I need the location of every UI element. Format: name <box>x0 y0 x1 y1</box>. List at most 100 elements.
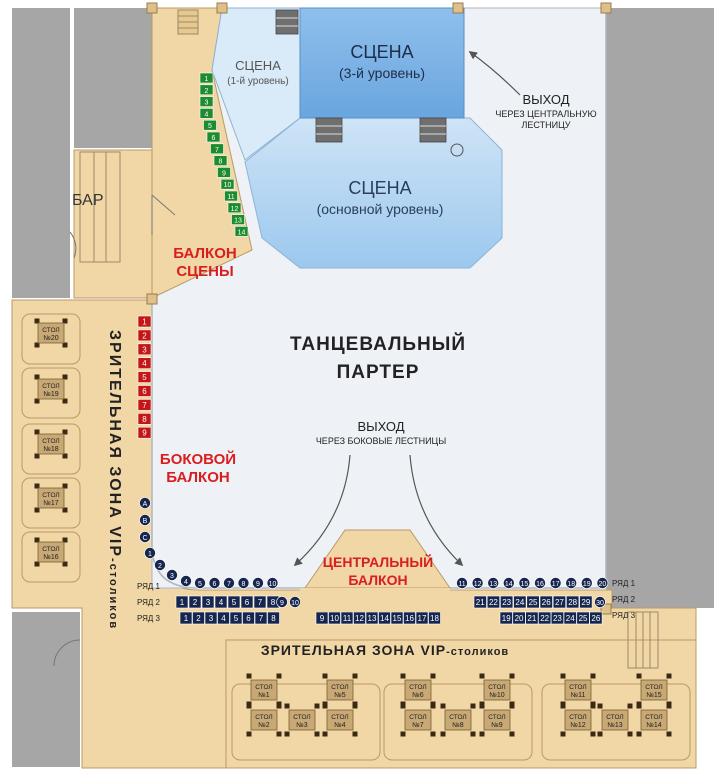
row3-seat[interactable]: 20 <box>512 611 526 625</box>
row2-seat-box[interactable] <box>175 595 189 609</box>
row1-seat[interactable]: 11 <box>456 577 468 589</box>
row2-seat-dot[interactable] <box>276 596 288 608</box>
row2-seat-box[interactable] <box>500 595 514 609</box>
row3-seat-box[interactable] <box>242 611 255 625</box>
side-balcony-seat[interactable]: 4 <box>137 357 152 370</box>
row2-seat-box[interactable] <box>579 595 593 609</box>
row1-seat[interactable]: 5 <box>194 577 206 589</box>
extra-seat-dot[interactable] <box>139 531 151 543</box>
row2-seat[interactable]: 29 <box>579 595 593 609</box>
row2-seat[interactable]: 30 <box>594 596 606 608</box>
row1-seat-dot[interactable] <box>252 577 264 589</box>
table-top[interactable] <box>564 709 592 731</box>
row3-seat-box[interactable] <box>525 611 539 625</box>
row1-seat-dot[interactable] <box>534 577 546 589</box>
row1-seat-dot[interactable] <box>237 577 250 589</box>
table-top[interactable] <box>640 709 668 731</box>
row1-seat-dot[interactable] <box>208 577 221 589</box>
row2-seat[interactable]: 28 <box>566 595 580 609</box>
side-balcony-seat-box[interactable] <box>137 371 152 383</box>
row1-seat[interactable]: 16 <box>534 577 546 589</box>
table-top[interactable] <box>37 433 65 455</box>
table-top[interactable] <box>326 679 354 701</box>
row1-seat[interactable]: 12 <box>471 577 484 589</box>
row3-seat[interactable]: 16 <box>403 611 416 625</box>
table-top[interactable] <box>37 322 65 344</box>
stage-balcony-seat[interactable]: 13 <box>231 214 245 225</box>
side-balcony-seat[interactable]: 2 <box>137 329 152 342</box>
row2-seat-box[interactable] <box>552 595 567 609</box>
row3-seat[interactable]: 25 <box>576 611 590 625</box>
stage-balcony-seat[interactable]: 10 <box>220 178 235 190</box>
table-top[interactable] <box>564 679 592 701</box>
extra-seat[interactable]: C <box>139 531 151 543</box>
stage-balcony-seat-box[interactable] <box>224 190 238 202</box>
side-balcony-seat[interactable]: 5 <box>137 371 152 383</box>
stage-balcony-seat[interactable]: 2 <box>199 84 214 96</box>
row2-seat[interactable]: 9 <box>276 596 288 608</box>
stage-balcony-seat-box[interactable] <box>210 143 224 155</box>
row2-seat[interactable]: 8 <box>266 595 280 609</box>
stage-balcony-seat-box[interactable] <box>213 155 228 166</box>
extra-seat-dot[interactable] <box>139 514 151 526</box>
row1-seat-dot[interactable] <box>154 559 166 571</box>
row3-seat[interactable]: 4 <box>217 611 230 625</box>
side-balcony-seat[interactable]: 9 <box>137 426 152 439</box>
row2-seat[interactable]: 25 <box>526 595 540 609</box>
row3-seat[interactable]: 2 <box>192 611 205 625</box>
row2-seat[interactable]: 26 <box>539 595 553 609</box>
row3-seat[interactable]: 8 <box>267 611 280 625</box>
row3-seat[interactable]: 19 <box>499 611 513 625</box>
row3-seat-box[interactable] <box>267 611 280 625</box>
side-balcony-seat-box[interactable] <box>137 343 152 356</box>
row2-seat[interactable]: 7 <box>253 595 267 609</box>
extra-seat[interactable]: A <box>139 497 151 509</box>
row1-seat[interactable]: 13 <box>487 577 500 589</box>
row3-seat[interactable]: 18 <box>428 611 441 625</box>
row3-seat[interactable]: 17 <box>415 611 429 625</box>
side-balcony-seat-box[interactable] <box>137 315 152 328</box>
row1-seat-dot[interactable] <box>180 575 192 587</box>
table-top[interactable] <box>288 709 316 731</box>
row1-seat[interactable]: 2 <box>154 559 166 571</box>
row1-seat[interactable]: 17 <box>549 577 562 589</box>
side-balcony-seat-box[interactable] <box>137 412 152 425</box>
row2-seat[interactable]: 3 <box>201 595 215 609</box>
row2-seat[interactable]: 24 <box>513 595 527 609</box>
row3-seat-box[interactable] <box>217 611 230 625</box>
row3-seat-box[interactable] <box>589 611 603 625</box>
row3-seat-box[interactable] <box>179 611 193 625</box>
row3-seat[interactable]: 10 <box>328 611 341 625</box>
row2-seat-box[interactable] <box>201 595 215 609</box>
row1-seat-dot[interactable] <box>456 577 468 589</box>
row2-seat-box[interactable] <box>566 595 580 609</box>
side-balcony-seat-box[interactable] <box>137 357 152 370</box>
row2-seat[interactable]: 6 <box>240 595 254 609</box>
stage-balcony-seat[interactable]: 4 <box>199 108 214 119</box>
row2-seat[interactable]: 4 <box>214 595 228 609</box>
stage-balcony-seat[interactable]: 6 <box>206 131 221 143</box>
row1-seat-dot[interactable] <box>502 577 515 589</box>
table-top[interactable] <box>404 679 432 701</box>
row1-seat[interactable]: 10 <box>266 577 279 589</box>
row2-seat[interactable]: 1 <box>175 595 189 609</box>
stage-balcony-seat[interactable]: 8 <box>213 155 228 166</box>
row1-seat[interactable]: 15 <box>518 577 531 589</box>
row1-seat[interactable]: 6 <box>208 577 221 589</box>
stage-balcony-seat[interactable]: 7 <box>210 143 224 155</box>
stage-balcony-seat[interactable]: 14 <box>234 226 249 237</box>
row1-seat-dot[interactable] <box>518 577 531 589</box>
row1-seat[interactable]: 8 <box>237 577 250 589</box>
stage-balcony-seat[interactable]: 11 <box>224 190 238 202</box>
side-balcony-seat-box[interactable] <box>137 426 152 439</box>
row2-seat-box[interactable] <box>526 595 540 609</box>
stage-balcony-seat-box[interactable] <box>199 72 214 84</box>
row2-seat[interactable]: 27 <box>552 595 567 609</box>
table-top[interactable] <box>601 709 629 731</box>
